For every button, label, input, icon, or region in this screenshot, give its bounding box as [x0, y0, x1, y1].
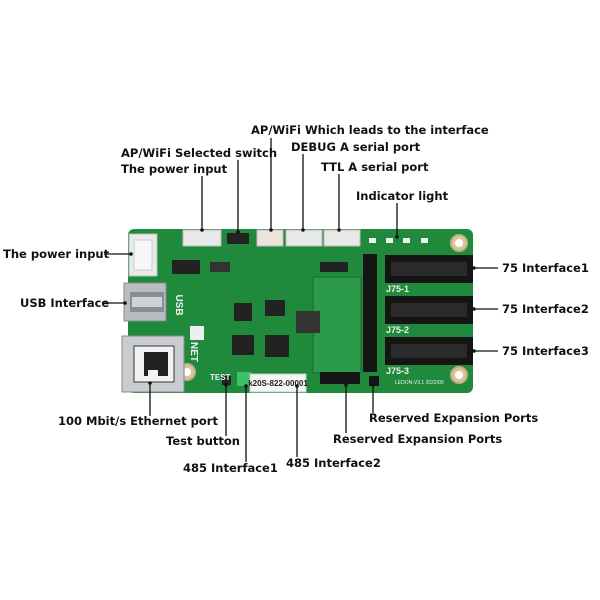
serial-sticker-text: k20S-822-00001 — [248, 379, 308, 388]
label-reserved-ports-1: Reserved Expansion Ports — [369, 411, 539, 425]
indicator-led — [386, 238, 393, 243]
ap-wifi-switch — [227, 233, 249, 244]
label-ap-wifi-interface: AP/WiFi Which leads to the interface — [251, 123, 489, 137]
label-interface-75-3: 75 Interface3 — [502, 344, 589, 358]
pin-header — [363, 254, 377, 372]
interface-485-1-connector — [237, 372, 251, 386]
interface-485-2-connector — [320, 372, 360, 384]
label-indicator-light: Indicator light — [356, 189, 449, 203]
silk-usb: USB — [173, 294, 184, 315]
silk-j75-1: J75-1 — [386, 284, 409, 294]
label-reserved-ports-2: Reserved Expansion Ports — [333, 432, 503, 446]
ttl-connector — [323, 229, 361, 247]
label-ap-wifi-switch: AP/WiFi Selected switch — [121, 146, 278, 160]
label-interface-75-1: 75 Interface1 — [502, 261, 589, 275]
label-power-input-top: The power input — [121, 162, 228, 176]
indicator-led — [421, 238, 428, 243]
serial-sticker — [249, 373, 307, 393]
label-usb-interface: USB Interface — [20, 296, 110, 310]
silk-test: TEST — [210, 373, 231, 382]
chip — [190, 326, 204, 340]
label-debug-port: DEBUG A serial port — [291, 140, 421, 154]
chip — [234, 303, 252, 321]
chip — [265, 335, 289, 357]
chip — [210, 262, 230, 272]
silk-model: LEDON-V3.1 2022/09 — [395, 380, 444, 386]
label-power-input-left: The power input — [3, 247, 110, 261]
indicator-led — [403, 238, 410, 243]
expansion-header — [369, 376, 379, 386]
label-interface-75-2: 75 Interface2 — [502, 302, 589, 316]
test-button — [222, 376, 231, 385]
label-ttl-port: TTL A serial port — [321, 160, 429, 174]
label-test-button: Test button — [166, 434, 240, 448]
label-ethernet-port: 100 Mbit/s Ethernet port — [58, 414, 218, 428]
label-interface-485-1: 485 Interface1 — [183, 461, 278, 475]
chip — [265, 300, 285, 316]
chip — [172, 260, 200, 274]
silk-j75-3: J75-3 — [386, 366, 409, 376]
silk-j75-2: J75-2 — [386, 325, 409, 335]
chip — [232, 335, 254, 355]
indicator-led — [369, 238, 376, 243]
label-interface-485-2: 485 Interface2 — [286, 456, 381, 470]
silk-net: NET — [188, 342, 199, 362]
